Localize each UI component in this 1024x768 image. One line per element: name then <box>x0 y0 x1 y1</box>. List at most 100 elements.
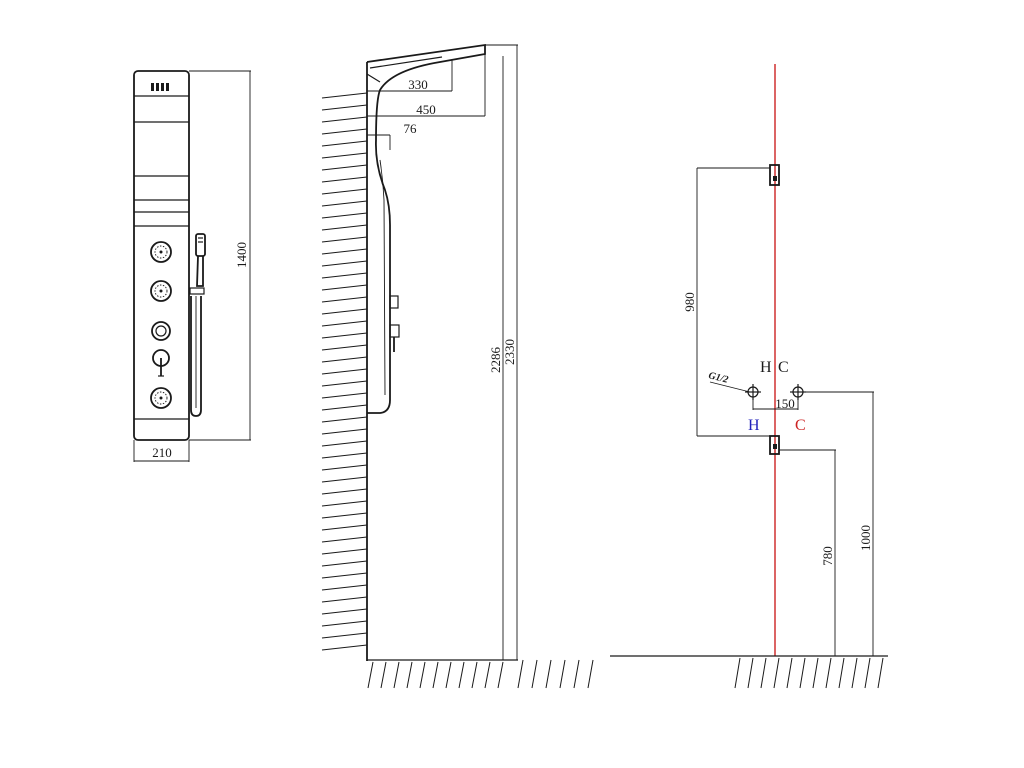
hatch-stroke <box>321 248 368 255</box>
overall-height-dimensions: 2286 2330 <box>485 44 518 660</box>
hatch-stroke <box>321 548 368 555</box>
hatch-stroke <box>321 344 368 351</box>
hatch-stroke <box>587 659 594 689</box>
hatch-stroke <box>321 308 368 315</box>
hatch-stroke <box>321 560 368 567</box>
hatch-stroke <box>393 661 400 689</box>
dim-pipe-spacing-label: 150 <box>775 396 795 411</box>
hatch-stroke <box>367 661 374 689</box>
hatch-stroke <box>321 212 368 219</box>
plumbing-view: 980 150 G1/2 H C H C 1000 <box>610 64 888 689</box>
hatch-stroke <box>432 661 439 689</box>
hatch-stroke <box>321 200 368 207</box>
lower-mount-bracket-icon <box>769 435 780 455</box>
hatch-stroke <box>321 488 368 495</box>
hatch-stroke <box>864 657 871 689</box>
front-view: 1400 210 <box>133 70 251 462</box>
hatch-stroke <box>559 659 566 689</box>
width-label: 210 <box>152 445 172 460</box>
hatch-stroke <box>321 404 368 411</box>
hatch-stroke <box>321 320 368 327</box>
hatch-stroke <box>321 164 368 171</box>
hatch-stroke <box>321 92 368 99</box>
upper-mount-bracket-icon <box>769 164 780 186</box>
hatch-stroke <box>497 661 504 689</box>
hatch-stroke <box>747 657 754 689</box>
thread-label: G1/2 <box>707 370 729 386</box>
hatch-stroke <box>321 272 368 279</box>
hatch-stroke <box>321 536 368 543</box>
hatch-stroke <box>321 644 368 651</box>
hatch-stroke <box>321 572 368 579</box>
hatch-stroke <box>321 296 368 303</box>
hatch-stroke <box>406 661 413 689</box>
hatch-stroke <box>321 476 368 483</box>
hatch-stroke <box>812 657 819 689</box>
bracket-spacing-dimension: 980 <box>682 167 770 437</box>
label-h-top: H <box>760 359 772 376</box>
floor-hatch <box>517 659 594 689</box>
hatch-stroke <box>321 236 368 243</box>
hatch-stroke <box>799 657 806 689</box>
width-dimension: 210 <box>133 440 190 462</box>
height-dimension: 1400 <box>189 70 251 441</box>
hatch-stroke <box>786 657 793 689</box>
hatch-stroke <box>321 152 368 159</box>
hatch-stroke <box>321 176 368 183</box>
label-c-cold: C <box>795 417 806 434</box>
hatch-stroke <box>321 332 368 339</box>
body-jet-icon <box>150 280 172 302</box>
hatch-stroke <box>321 140 368 147</box>
hatch-stroke <box>321 464 368 471</box>
hatch-stroke <box>321 440 368 447</box>
hatch-stroke <box>445 661 452 689</box>
panel-outline <box>133 70 190 441</box>
hatch-stroke <box>484 661 491 689</box>
height-label: 1400 <box>234 242 249 268</box>
hatch-stroke <box>321 416 368 423</box>
wall-hatch <box>321 92 368 651</box>
dim-height-inner-label: 2286 <box>488 347 503 374</box>
floor-hatch <box>367 661 504 689</box>
floor-hatch <box>734 657 884 689</box>
rain-head-slots-icon <box>151 83 169 91</box>
side-control-knob-icon <box>389 295 400 352</box>
label-h-hot: H <box>748 417 760 434</box>
hatch-stroke <box>573 659 580 689</box>
hatch-stroke <box>321 104 368 111</box>
hatch-stroke <box>321 512 368 519</box>
hatch-stroke <box>458 661 465 689</box>
hatch-stroke <box>321 188 368 195</box>
dim-upper-height-label: 1000 <box>858 525 873 551</box>
dim-vertical-spacing-label: 980 <box>682 292 697 312</box>
mixer-lever-icon <box>152 349 170 377</box>
hatch-stroke <box>321 584 368 591</box>
hatch-stroke <box>321 608 368 615</box>
label-c-top: C <box>778 359 789 376</box>
dim-mid-label: 450 <box>416 102 436 117</box>
hatch-stroke <box>471 661 478 689</box>
hatch-stroke <box>877 657 884 689</box>
hatch-stroke <box>825 657 832 689</box>
body-jet-icon <box>150 241 172 263</box>
hatch-stroke <box>321 596 368 603</box>
dim-height-outer-label: 2330 <box>502 339 517 365</box>
hatch-stroke <box>380 661 387 689</box>
hatch-stroke <box>321 428 368 435</box>
slide-bar-icon <box>190 296 202 417</box>
hatch-stroke <box>773 657 780 689</box>
hatch-stroke <box>321 620 368 627</box>
bracket-height-dimension: 780 <box>779 449 836 656</box>
inlet-height-dimension: 1000 <box>806 391 874 656</box>
hatch-stroke <box>838 657 845 689</box>
hand-shower-icon <box>189 233 206 295</box>
hatch-stroke <box>321 224 368 231</box>
hatch-stroke <box>734 657 741 689</box>
hatch-stroke <box>517 659 524 689</box>
hatch-stroke <box>321 524 368 531</box>
thread-leader <box>709 381 751 393</box>
hatch-stroke <box>321 392 368 399</box>
hatch-stroke <box>321 500 368 507</box>
